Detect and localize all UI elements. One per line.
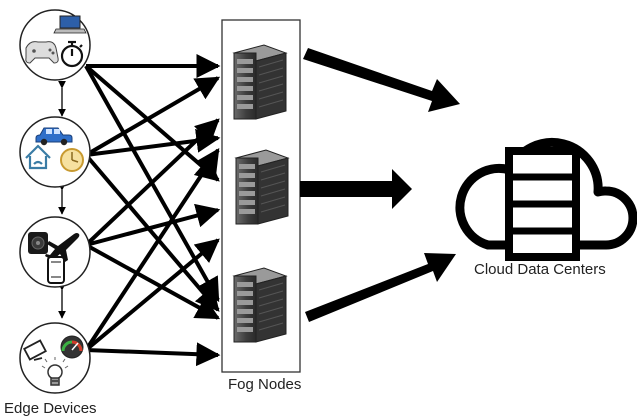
speaker-icon: [28, 232, 48, 254]
edge-device-group-2: [19, 116, 91, 188]
edge-device-group-4: [19, 322, 91, 394]
cloud-icon: [455, 138, 637, 250]
speedometer-icon: [60, 335, 84, 359]
monitor-icon: [23, 339, 47, 361]
fog-node-2: [235, 149, 289, 225]
gauge-icon: [60, 148, 84, 172]
fog-to-cloud-arrow-3: [305, 253, 456, 322]
fog-to-cloud-arrow-1: [303, 48, 460, 112]
edge-device-group-3: [19, 216, 91, 288]
data-center-icon: [505, 147, 580, 261]
gamepad-icon: [25, 41, 59, 64]
car-icon: [35, 127, 73, 146]
smartphone-icon: [47, 256, 65, 284]
edge-to-fog-arrows: [84, 54, 221, 367]
light-bulb-icon: [41, 357, 69, 386]
fog-node-1: [233, 44, 287, 120]
fog-node-3: [233, 267, 287, 343]
fog-nodes-label: Fog Nodes: [228, 376, 302, 393]
smart-home-icon: [25, 144, 51, 170]
edge-devices-label: Edge Devices: [4, 400, 97, 417]
fog-to-cloud-arrow-2: [300, 169, 412, 209]
edge-device-group-1: [19, 9, 91, 81]
fog-to-cloud-arrows: [300, 48, 460, 322]
cloud-data-centers-label: Cloud Data Centers: [474, 261, 606, 278]
stopwatch-icon: [60, 40, 84, 68]
laptop-icon: [53, 15, 87, 34]
